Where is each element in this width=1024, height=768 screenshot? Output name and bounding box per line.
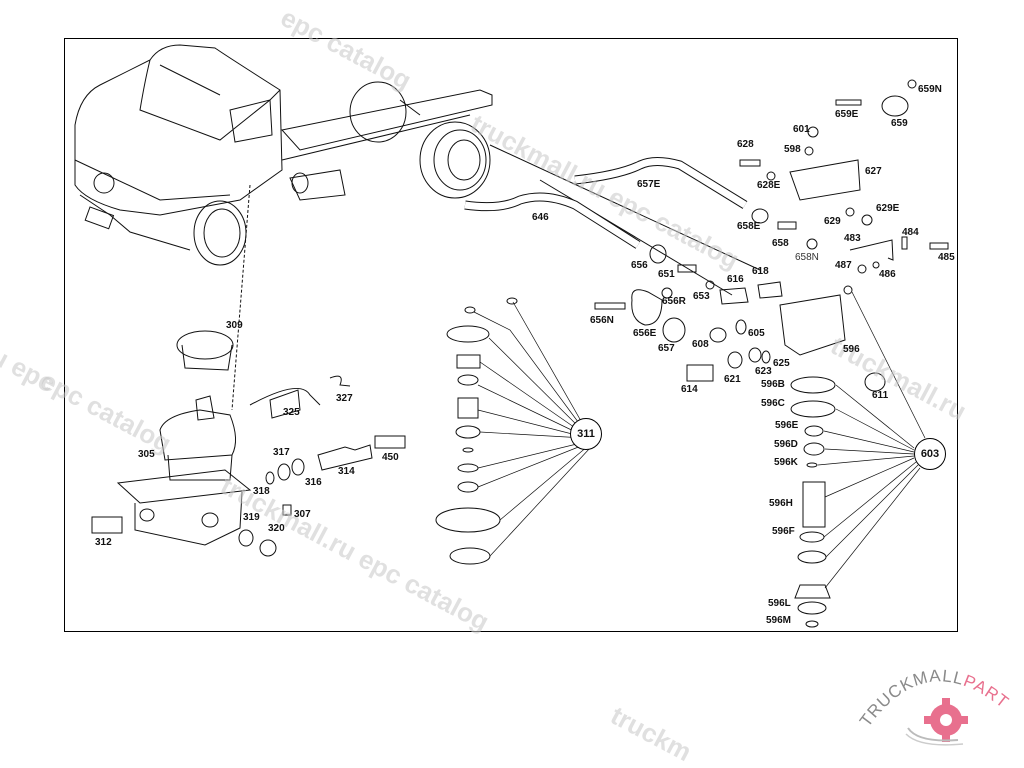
part-label-596d[interactable]: 596D — [774, 439, 798, 450]
part-label-305[interactable]: 305 — [138, 449, 155, 460]
part-label-621[interactable]: 621 — [724, 374, 741, 385]
part-label-309[interactable]: 309 — [226, 320, 243, 331]
part-label-608[interactable]: 608 — [692, 339, 709, 350]
part-label-605[interactable]: 605 — [748, 328, 765, 339]
part-label-656n[interactable]: 656N — [590, 315, 614, 326]
part-stack-311 — [435, 297, 518, 565]
part-label-596[interactable]: 596 — [843, 344, 860, 355]
part-label-653[interactable]: 653 — [693, 291, 710, 302]
part-label-486[interactable]: 486 — [879, 269, 896, 280]
callout-311-leaders — [473, 301, 591, 557]
part-label-627[interactable]: 627 — [865, 166, 882, 177]
part-label-659n[interactable]: 659N — [918, 84, 942, 95]
part-label-628[interactable]: 628 — [737, 139, 754, 150]
part-label-596h[interactable]: 596H — [769, 498, 793, 509]
part-label-596m[interactable]: 596M — [766, 615, 792, 626]
callout-603[interactable]: 603 — [914, 438, 946, 470]
part-label-596l[interactable]: 596L — [768, 598, 791, 609]
part-label-596c[interactable]: 596C — [761, 398, 785, 409]
leader-line — [489, 144, 761, 271]
part-label-320[interactable]: 320 — [268, 523, 285, 534]
part-label-616[interactable]: 616 — [727, 274, 744, 285]
part-label-618[interactable]: 618 — [752, 266, 769, 277]
callout-311[interactable]: 311 — [570, 418, 602, 450]
part-label-596k[interactable]: 596K — [774, 457, 798, 468]
part-label-657[interactable]: 657 — [658, 343, 675, 354]
part-label-611[interactable]: 611 — [872, 390, 889, 401]
part-label-598[interactable]: 598 — [784, 144, 801, 155]
part-label-484[interactable]: 484 — [902, 227, 919, 238]
truck-illustration — [74, 44, 493, 266]
part-label-327[interactable]: 327 — [336, 393, 353, 404]
callout-603-leaders — [817, 291, 926, 589]
part-label-659[interactable]: 659 — [891, 118, 908, 129]
part-label-319[interactable]: 319 — [243, 512, 260, 523]
part-label-651[interactable]: 651 — [658, 269, 675, 280]
part-label-307[interactable]: 307 — [294, 509, 311, 520]
valve-assembly-305 — [91, 330, 406, 557]
parts-diagram-artwork — [74, 44, 949, 628]
part-label-623[interactable]: 623 — [755, 366, 772, 377]
part-label-601[interactable]: 601 — [793, 124, 810, 135]
part-stack-596 — [790, 376, 836, 628]
part-label-656[interactable]: 656 — [631, 260, 648, 271]
part-label-656r[interactable]: 656R — [662, 296, 686, 307]
part-label-314[interactable]: 314 — [338, 466, 355, 477]
part-label-596f[interactable]: 596F — [772, 526, 795, 537]
part-label-658[interactable]: 658 — [772, 238, 789, 249]
part-label-318[interactable]: 318 — [253, 486, 270, 497]
part-label-596b[interactable]: 596B — [761, 379, 785, 390]
part-label-625[interactable]: 625 — [773, 358, 790, 369]
part-label-596e[interactable]: 596E — [775, 420, 799, 431]
part-label-659e[interactable]: 659E — [835, 109, 859, 120]
part-label-646[interactable]: 646 — [532, 212, 549, 223]
leader-line — [539, 179, 733, 296]
part-label-317[interactable]: 317 — [273, 447, 290, 458]
part-label-312[interactable]: 312 — [95, 537, 112, 548]
part-label-325[interactable]: 325 — [283, 407, 300, 418]
small-parts-top-right — [594, 79, 949, 392]
leader-line — [231, 184, 251, 411]
part-label-485[interactable]: 485 — [938, 252, 955, 263]
part-label-628e[interactable]: 628E — [757, 180, 781, 191]
part-label-450[interactable]: 450 — [382, 452, 399, 463]
part-label-657e[interactable]: 657E — [637, 179, 661, 190]
part-label-656e[interactable]: 656E — [633, 328, 657, 339]
part-label-614[interactable]: 614 — [681, 384, 698, 395]
part-label-658e[interactable]: 658E — [737, 221, 761, 232]
part-label-629[interactable]: 629 — [824, 216, 841, 227]
part-label-483[interactable]: 483 — [844, 233, 861, 244]
part-label-316[interactable]: 316 — [305, 477, 322, 488]
gear-icon — [905, 698, 968, 746]
part-label-658n[interactable]: 658N — [795, 252, 819, 263]
part-label-629e[interactable]: 629E — [876, 203, 900, 214]
truckmall-parts-logo: TRUCKMALLPARTS — [848, 648, 1012, 746]
part-label-487[interactable]: 487 — [835, 260, 852, 271]
